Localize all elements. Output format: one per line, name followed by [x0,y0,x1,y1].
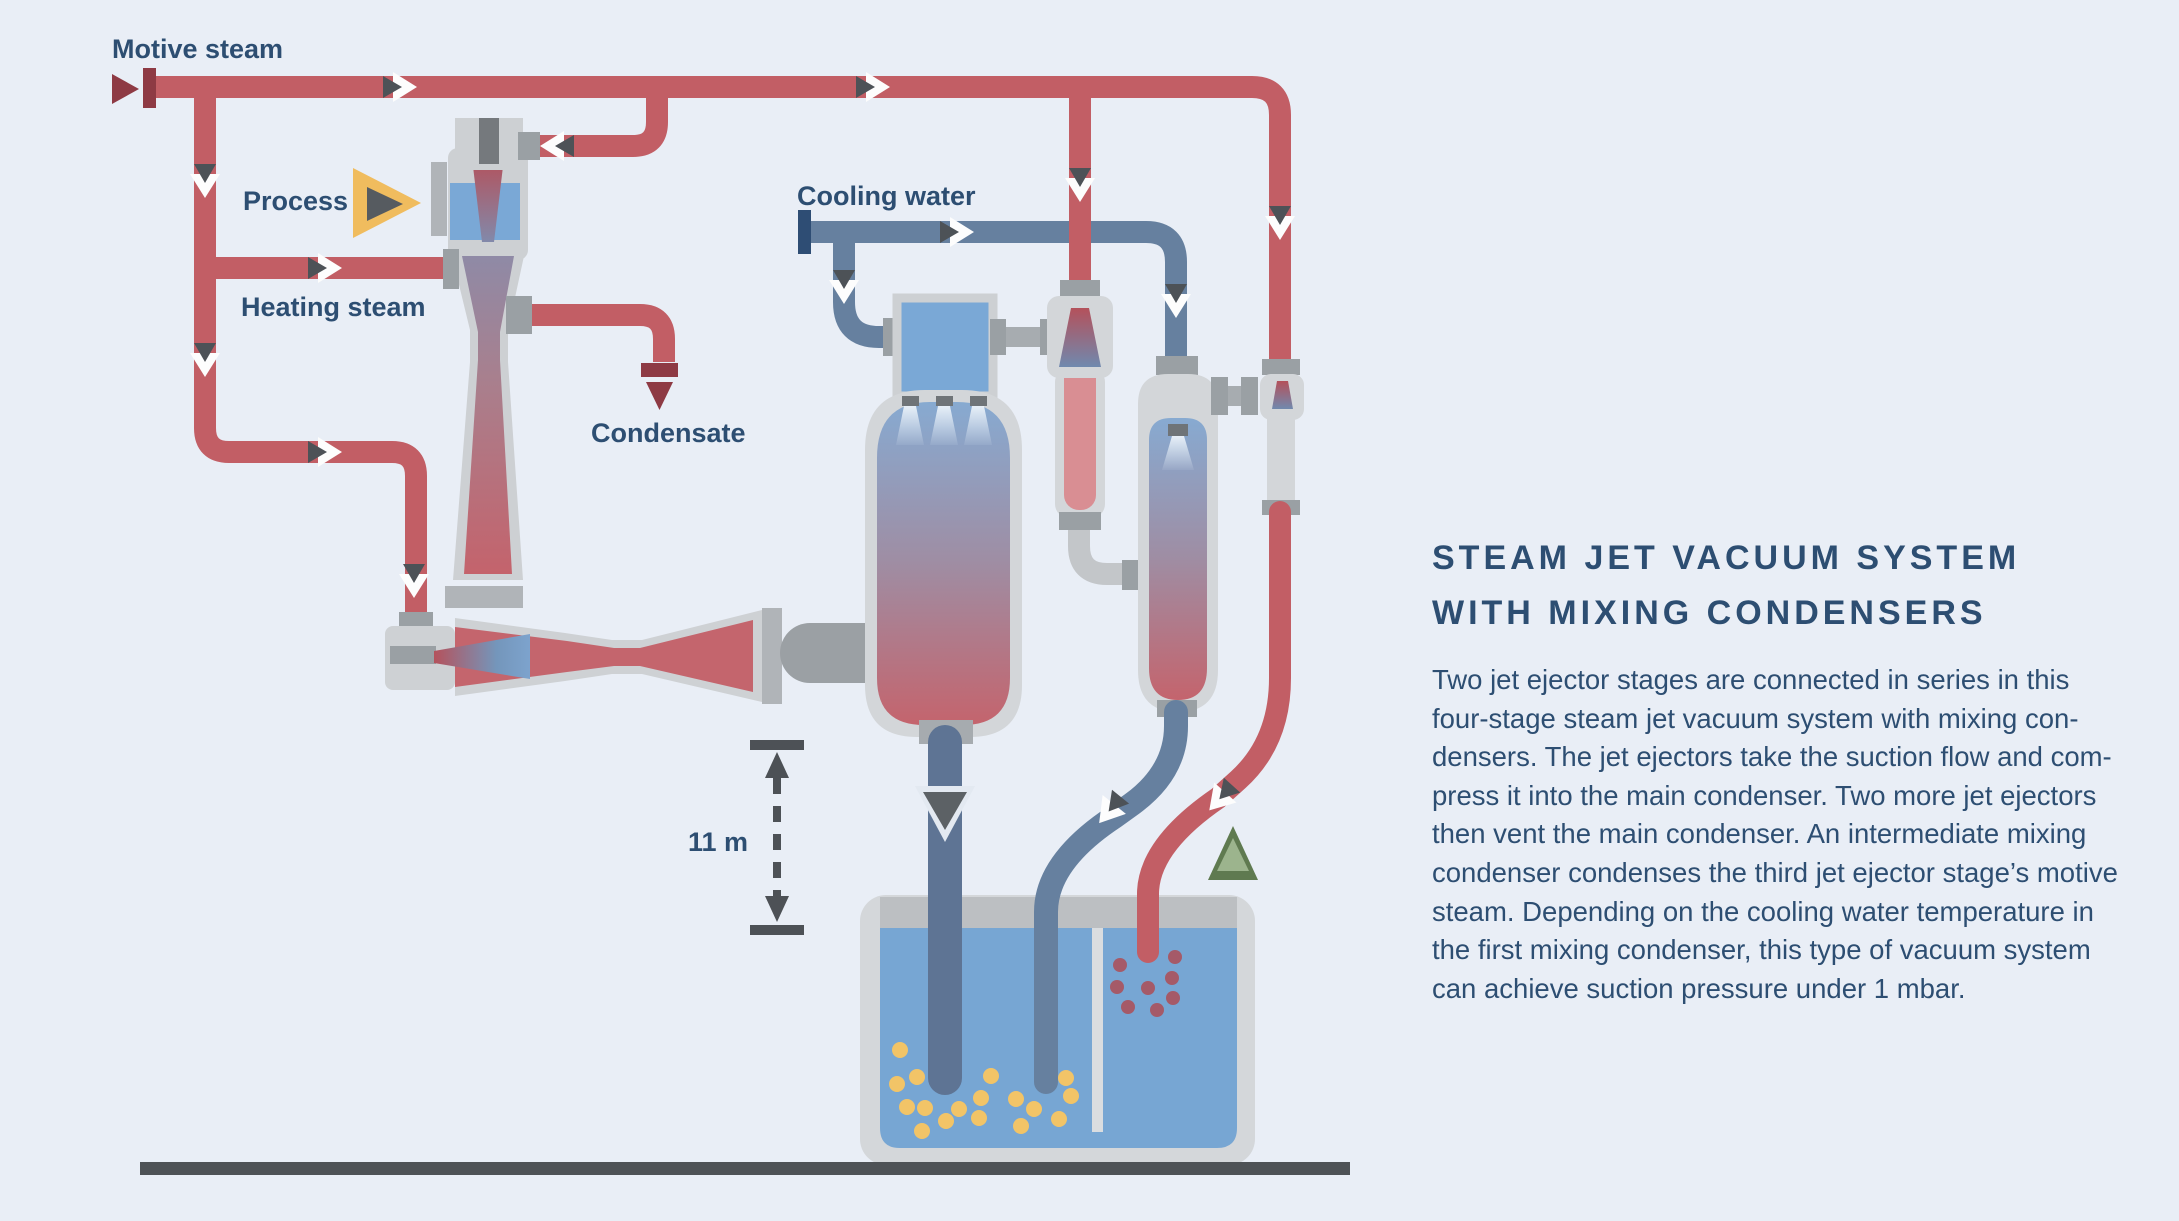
condensate-label: Condensate [591,418,746,448]
stage1-motive-return-pipe [540,87,668,157]
stage3-jet-ejector [1047,280,1140,590]
dimension-arrow-down-icon [765,896,789,922]
spray-nozzle [936,396,953,406]
dimension-arrow-up-icon [765,752,789,778]
stage1-steam-nozzle [479,118,499,164]
dimension-label: 11 m [688,827,749,857]
stage1-jet-ejector [431,118,540,608]
intermediate-stage4-suction-pipe [1211,377,1258,415]
intermediate-mixing-condenser [1138,356,1218,717]
condenser-stage3-suction-pipe [990,319,1056,355]
condensate-outlet-icon [641,363,678,410]
stage2-jet-ejector [385,608,898,704]
heating-steam-label: Heating steam [241,292,426,322]
stage3-jet-cone [1059,308,1101,367]
leg-flow-arrow-icon [915,786,975,842]
stage3-outlet-elbow [1068,514,1140,585]
stage2-steam-nozzle [390,646,436,664]
process-label: Process [243,186,349,216]
dimension-indicator [750,740,804,935]
main-condenser [865,293,1022,744]
stage4-jet-cone [1272,381,1293,409]
flow-arrows [190,72,1295,842]
stage1-nozzle-cone [472,158,504,242]
motive-steam-inlet-icon [112,68,156,108]
spray-cone [964,406,992,445]
process-inlet-icon [353,168,421,238]
vapor-bubbles-maroon [1110,950,1182,1017]
condensate-pipe [532,304,675,362]
spray-nozzle [1168,424,1188,436]
cooling-water-inlet-icon [798,210,811,254]
stage2-jet-cone [434,634,530,679]
stage4-jet-ejector [1260,359,1304,515]
spray-cone [930,406,958,445]
tank-divider [1092,928,1103,1132]
spray-nozzle [970,396,987,406]
spray-nozzle [902,396,919,406]
spray-cone [1162,436,1194,470]
cooling-water-label: Cooling water [797,181,976,211]
ground-line [140,1162,1350,1175]
main-condenser-water-box [892,293,998,401]
vent-outlet-icon [1208,826,1258,880]
motive-steam-main-pipe [152,76,1291,360]
cooling-water-main-pipe [806,221,1187,360]
panel-body: Two jet ejector stages are connected in … [1432,664,2118,1004]
spray-cone [896,406,924,445]
motive-steam-label: Motive steam [112,34,284,64]
left-drop-pipe [194,87,427,614]
air-bubbles-yellow [889,1042,1079,1139]
